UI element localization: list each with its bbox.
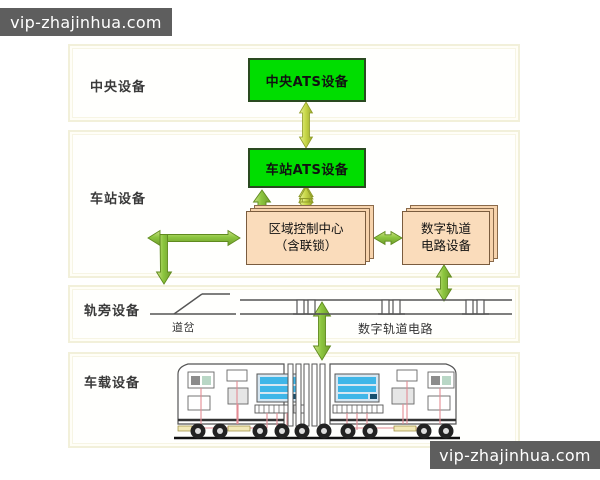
node-dtce-label-line1: 数字轨道 — [420, 221, 471, 237]
watermark-bottom: vip-zhajinhua.com — [430, 441, 600, 469]
node-dtce-face: 数字轨道 电路设备 — [402, 211, 490, 265]
node-rcc-label-line1: 区域控制中心 — [268, 221, 344, 237]
row-label-trackside-equipment: 轨旁设备 — [84, 304, 141, 319]
row-label-central-equipment: 中央设备 — [90, 80, 147, 95]
node-central-ats-label: 中央ATS设备 — [265, 74, 349, 90]
node-station-ats-label: 车站ATS设备 — [265, 162, 349, 178]
node-rcc-label-line2: （含联锁） — [274, 238, 338, 253]
node-regional-control-center[interactable]: 区域控制中心 （含联锁） — [246, 205, 374, 265]
node-central-ats-equipment[interactable]: 中央ATS设备 — [248, 58, 366, 102]
turnout-caption: 道岔 — [172, 321, 195, 334]
node-dtce-label-line2: 电路设备 — [420, 238, 471, 253]
node-digital-track-circuit-equipment[interactable]: 数字轨道 电路设备 — [402, 205, 498, 265]
watermark-top: vip-zhajinhua.com — [0, 8, 172, 36]
node-station-ats-equipment[interactable]: 车站ATS设备 — [248, 148, 366, 188]
node-rcc-face: 区域控制中心 （含联锁） — [246, 211, 366, 265]
row-label-station-equipment: 车站设备 — [90, 192, 147, 207]
panel-onboard-inner — [72, 356, 516, 444]
row-label-onboard-equipment: 车载设备 — [84, 376, 141, 391]
digital-track-circuit-caption: 数字轨道电路 — [358, 322, 434, 336]
panel-onboard-equipment — [68, 352, 520, 448]
